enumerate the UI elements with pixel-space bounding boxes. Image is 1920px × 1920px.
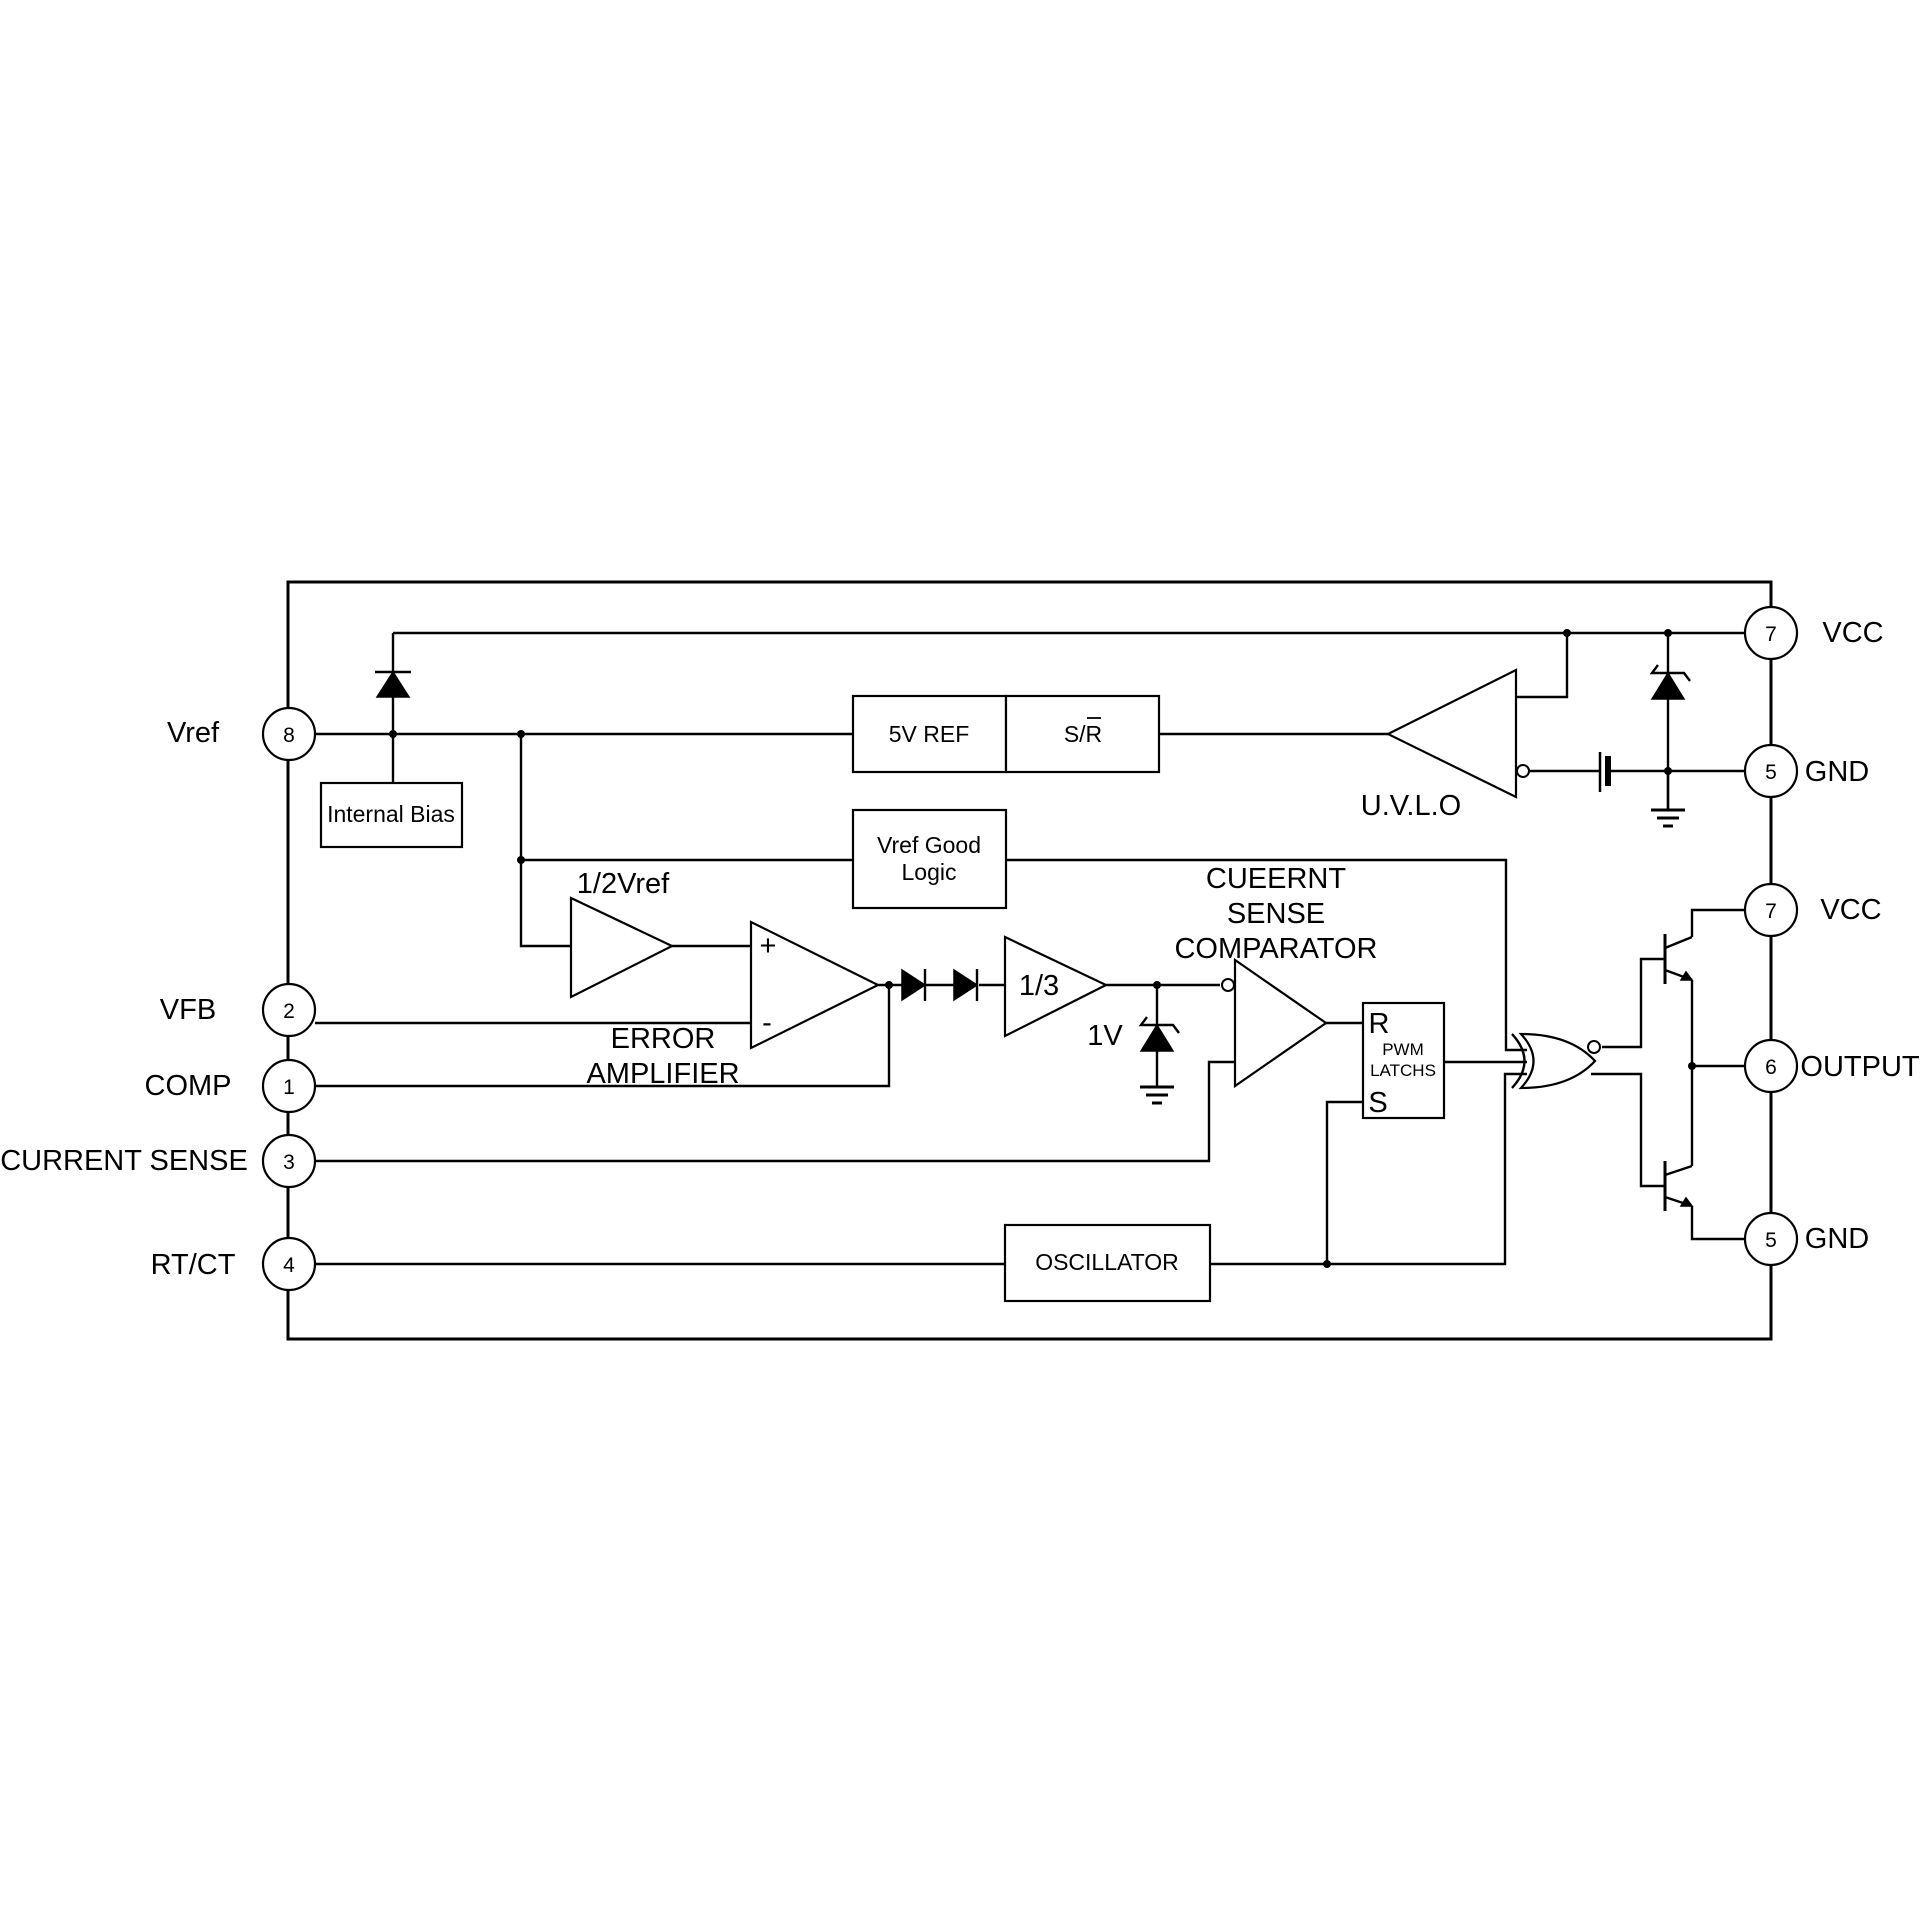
pin-output-label: OUTPUT [1800,1051,1920,1083]
pwm-latch-s: S [1368,1087,1387,1119]
pin-vcc-top-label: VCC [1822,617,1883,649]
half-vref-label: 1/2Vref [577,868,670,900]
output-transistor-upper [1663,934,1694,984]
uvlo-comparator: U.V.L.O [1361,668,1530,822]
pin-vfb[interactable]: 2 VFB [160,982,317,1038]
ground-symbol-1v [1140,1085,1174,1105]
pin-output-number: 6 [1765,1056,1777,1079]
uvlo-label: U.V.L.O [1361,790,1461,822]
pin-gnd-top-number: 5 [1765,761,1777,784]
5v-ref-label: 5V REF [889,721,970,747]
one-volt-label: 1V [1087,1020,1123,1052]
oscillator-label: OSCILLATOR [1035,1249,1179,1275]
output-transistor-lower [1663,1161,1694,1211]
pin-gnd-top[interactable]: 5 GND [1743,743,1869,799]
pin-vfb-number: 2 [283,1000,295,1023]
pin-vfb-label: VFB [160,994,216,1026]
half-vref-buffer: 1/2Vref [569,868,675,999]
series-diode-2 [953,968,979,1002]
pin-output[interactable]: 6 OUTPUT [1743,1038,1920,1094]
zener-diode-vcc [1649,664,1691,700]
error-amp-label-line2: AMPLIFIER [586,1058,739,1090]
vref-good-logic-block: Vref Good Logic [851,808,1008,910]
error-amp-minus: - [762,1007,772,1039]
pin-vcc-output[interactable]: 7 VCC [1743,882,1882,938]
pin-vref-label: Vref [167,717,220,749]
pin-gnd-output-number: 5 [1765,1229,1777,1252]
junction-dots [389,629,1696,1268]
bias-diode [375,670,411,698]
pin-vcc-output-label: VCC [1820,894,1881,926]
pwm-latch-r: R [1369,1008,1390,1040]
ic-outline [286,580,1773,1341]
vref-good-label-line2: Logic [902,859,957,885]
battery-symbol [1598,752,1611,792]
pin-gnd-output-label: GND [1805,1223,1869,1255]
pin-gnd-top-label: GND [1805,756,1869,788]
pin-comp-label: COMP [145,1070,232,1102]
cs-comp-label-line1: CUEERNT [1206,863,1346,895]
internal-bias-block: Internal Bias [319,781,464,849]
reference-block: 5V REF S/R [851,694,1161,774]
pin-current-sense[interactable]: 3 CURRENT SENSE [0,1133,317,1189]
internal-bias-label: Internal Bias [327,801,455,827]
oscillator-block: OSCILLATOR [1003,1223,1212,1303]
error-amp-plus: + [760,930,777,962]
one-third-label: 1/3 [1019,970,1059,1002]
pwm-latch-block: R S PWM LATCHS [1361,1001,1446,1120]
pin-current-sense-number: 3 [283,1151,295,1174]
current-sense-comparator: CUEERNT SENSE COMPARATOR [1174,863,1378,1089]
pwm-latch-label-line1: PWM [1382,1040,1424,1059]
cs-comp-label-line3: COMPARATOR [1174,933,1377,965]
pin-vcc-top[interactable]: 7 VCC [1743,605,1884,661]
nor-gate [1511,1032,1601,1090]
pin-rt-ct-label: RT/CT [151,1249,236,1281]
cs-comp-label-line2: SENSE [1227,898,1325,930]
wiring [315,631,1746,1266]
pin-rt-ct[interactable]: 4 RT/CT [151,1236,317,1292]
error-amplifier: + - ERROR AMPLIFIER [586,920,881,1090]
pin-current-sense-label: CURRENT SENSE [0,1145,248,1177]
pin-comp[interactable]: 1 COMP [145,1058,317,1114]
one-third-buffer: 1/3 [1003,935,1109,1038]
pin-vcc-output-number: 7 [1765,900,1777,923]
pin-vref[interactable]: 8 Vref [167,706,317,762]
sr-label: S/R [1064,721,1102,747]
vref-good-label-line1: Vref Good [877,832,981,858]
pwm-latch-label-line2: LATCHS [1370,1061,1436,1080]
error-amp-label-line1: ERROR [611,1023,716,1055]
pin-rt-ct-number: 4 [283,1254,295,1277]
pin-vcc-top-number: 7 [1765,623,1777,646]
ground-symbol-top [1651,808,1685,828]
series-diode-1 [901,968,927,1002]
pin-vref-number: 8 [283,724,295,747]
zener-diode-1v: 1V [1087,1016,1180,1052]
pin-comp-number: 1 [283,1076,295,1099]
pin-gnd-output[interactable]: 5 GND [1743,1211,1869,1267]
